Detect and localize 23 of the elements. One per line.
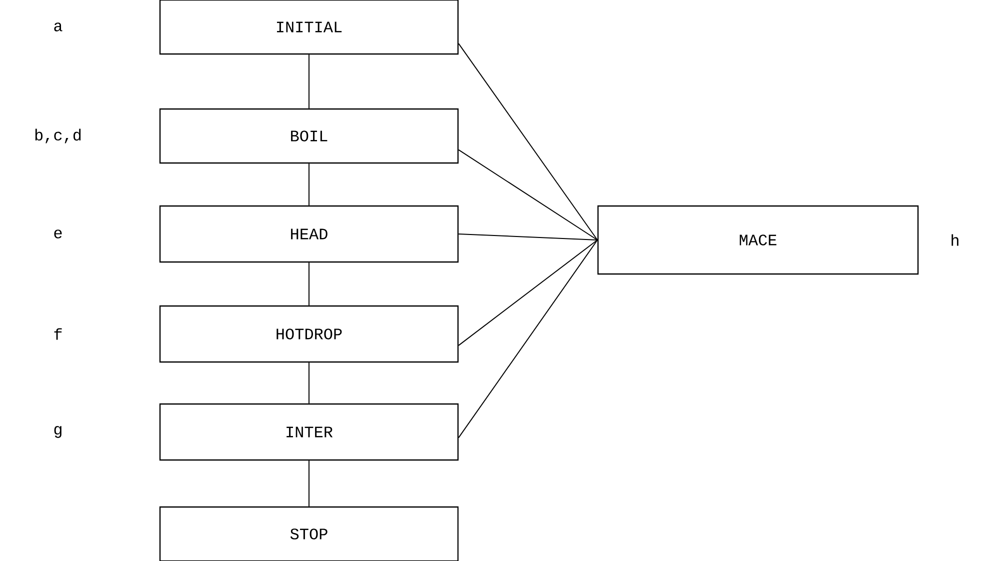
connector-line — [308, 163, 310, 206]
connector-line — [458, 240, 598, 346]
connector-line — [308, 262, 310, 306]
process-box: HOTDROP — [159, 305, 459, 363]
process-box: INTER — [159, 403, 459, 461]
connector-line — [308, 362, 310, 404]
process-box: HEAD — [159, 205, 459, 263]
step-letter: f — [54, 328, 62, 340]
step-letter: h — [952, 234, 958, 246]
connector-line — [458, 149, 598, 240]
connector-line — [308, 54, 310, 109]
step-letter: b,c,d — [35, 128, 81, 144]
connector-line — [458, 234, 598, 240]
process-box: MACE — [597, 205, 919, 275]
step-letter: a — [54, 22, 62, 32]
step-letter: e — [54, 230, 62, 238]
connector-line — [308, 460, 310, 507]
connector-line — [458, 43, 598, 240]
step-letter: g — [54, 426, 62, 438]
process-box: STOP — [159, 506, 459, 561]
connector-line — [458, 240, 598, 438]
process-box: BOIL — [159, 108, 459, 164]
process-box: INITIAL — [159, 0, 459, 55]
